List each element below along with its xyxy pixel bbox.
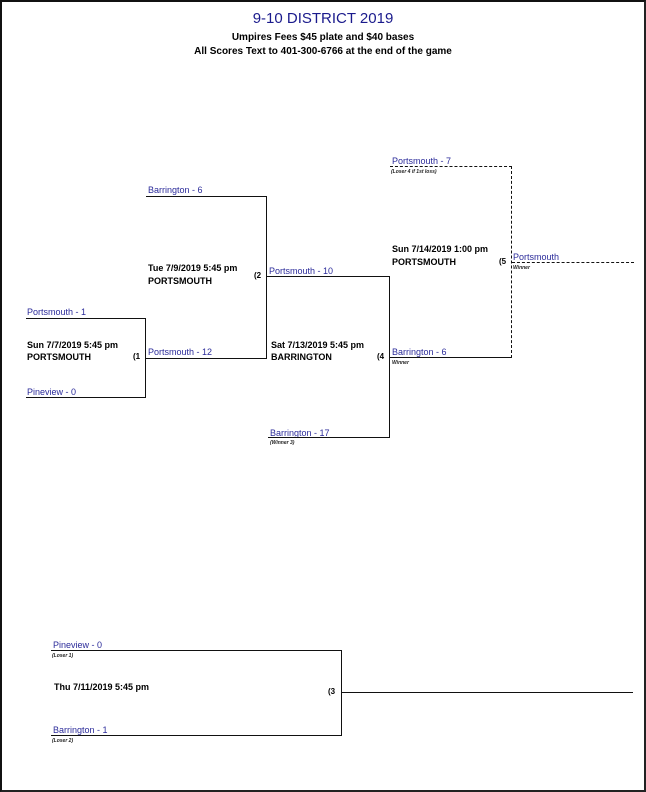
game-4-bottom-note: (Winner 3) — [270, 440, 295, 446]
score-reporting-note: All Scores Text to 401-300-6766 at the e… — [194, 46, 452, 57]
game-3-bottom-note: (Loser 2) — [52, 738, 74, 744]
game-1-bottom-line — [26, 397, 146, 398]
game-5-number: (5 — [499, 257, 507, 266]
game-4-winner-note: Winner — [392, 360, 409, 366]
game-4-bottom-line — [268, 437, 389, 438]
game-1-top-team: Portsmouth - 1 — [27, 307, 87, 317]
game-3-bottom-line — [51, 735, 342, 736]
game-5-vertical-line — [511, 166, 512, 358]
game-3-date: Thu 7/11/2019 5:45 pm — [54, 682, 150, 692]
game-1-date: Sun 7/7/2019 5:45 pm — [27, 340, 119, 350]
game-5-winner-note: Winner — [513, 265, 530, 271]
game-5-top-line — [390, 166, 512, 167]
game-5-winner-line — [512, 262, 634, 263]
game-5-top-team: Portsmouth - 7 — [392, 156, 452, 166]
game-4-winner-team: Barrington - 6 — [392, 347, 447, 357]
game-3-bottom-team: Barrington - 1 — [53, 725, 108, 735]
game-5-date: Sun 7/14/2019 1:00 pm — [392, 244, 489, 254]
game-4-bottom-team: Barrington - 17 — [270, 428, 330, 438]
game-4-date: Sat 7/13/2019 5:45 pm — [271, 340, 365, 350]
game-3-number: (3 — [328, 687, 336, 696]
game-5-location: PORTSMOUTH — [392, 257, 456, 267]
game-5-top-note: (Loser 4 if 1st loss) — [391, 169, 437, 175]
game-2-location: PORTSMOUTH — [148, 276, 212, 286]
game-4-location: BARRINGTON — [271, 352, 332, 362]
game-3-winner-line — [342, 692, 633, 693]
game-2-date: Tue 7/9/2019 5:45 pm — [148, 263, 238, 273]
game-2-winner-team: Portsmouth - 10 — [269, 266, 334, 276]
game-3-top-note: (Loser 1) — [52, 653, 74, 659]
game-2-vertical-line — [266, 196, 267, 358]
game-3-top-line — [51, 650, 342, 651]
game-5-winner-team: Portsmouth — [513, 252, 560, 262]
game-1-top-line — [26, 318, 146, 319]
game-1-number: (1 — [133, 352, 141, 361]
game-1-winner-line — [146, 358, 267, 359]
game-4-vertical-line — [389, 276, 390, 438]
game-2-top-line — [146, 196, 267, 197]
game-1-vertical-line — [145, 318, 146, 398]
game-3-top-team: Pineview - 0 — [53, 640, 103, 650]
game-1-winner-team: Portsmouth - 12 — [148, 347, 213, 357]
game-2-number: (2 — [254, 271, 262, 280]
game-4-number: (4 — [377, 352, 385, 361]
game-1-bottom-team: Pineview - 0 — [27, 387, 77, 397]
game-1-location: PORTSMOUTH — [27, 352, 91, 362]
game-2-winner-line — [267, 276, 389, 277]
game-4-winner-line — [390, 357, 511, 358]
umpire-fees-note: Umpires Fees $45 plate and $40 bases — [231, 32, 415, 43]
page-title: 9-10 DISTRICT 2019 — [252, 10, 394, 27]
game-3-vertical-line — [341, 650, 342, 736]
game-2-top-team: Barrington - 6 — [148, 185, 203, 195]
